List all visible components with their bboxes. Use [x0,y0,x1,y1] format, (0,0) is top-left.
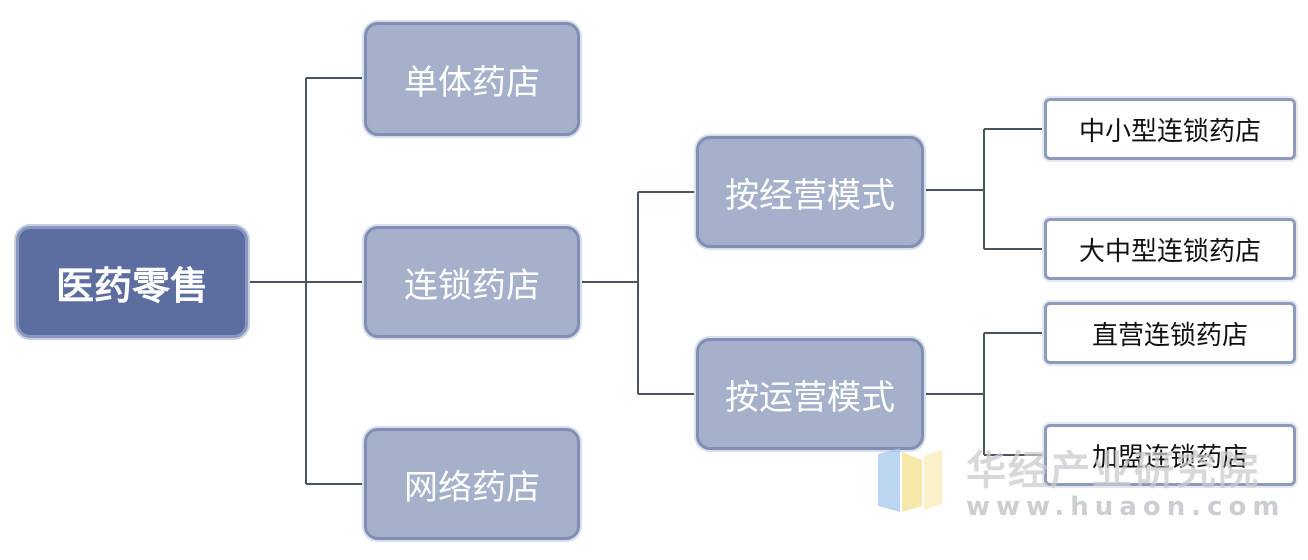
node-single-pharmacy: 单体药店 [364,22,580,136]
node-by-operation-mode: 按运营模式 [696,338,924,450]
watermark-url: www.huaon.com [966,492,1286,522]
huaon-logo-icon [878,448,942,512]
root-node: 医药零售 [16,226,248,338]
leaf-franchise-chain: 加盟连锁药店 [1044,424,1296,486]
node-online-pharmacy: 网络药店 [364,428,580,540]
leaf-small-medium-chain: 中小型连锁药店 [1044,98,1296,160]
leaf-large-medium-chain: 大中型连锁药店 [1044,218,1296,280]
node-chain-pharmacy: 连锁药店 [364,226,580,338]
watermark-name: 华经产业研究院 [966,448,1260,494]
node-by-management-mode: 按经营模式 [696,136,924,248]
leaf-direct-chain: 直营连锁药店 [1044,302,1296,364]
